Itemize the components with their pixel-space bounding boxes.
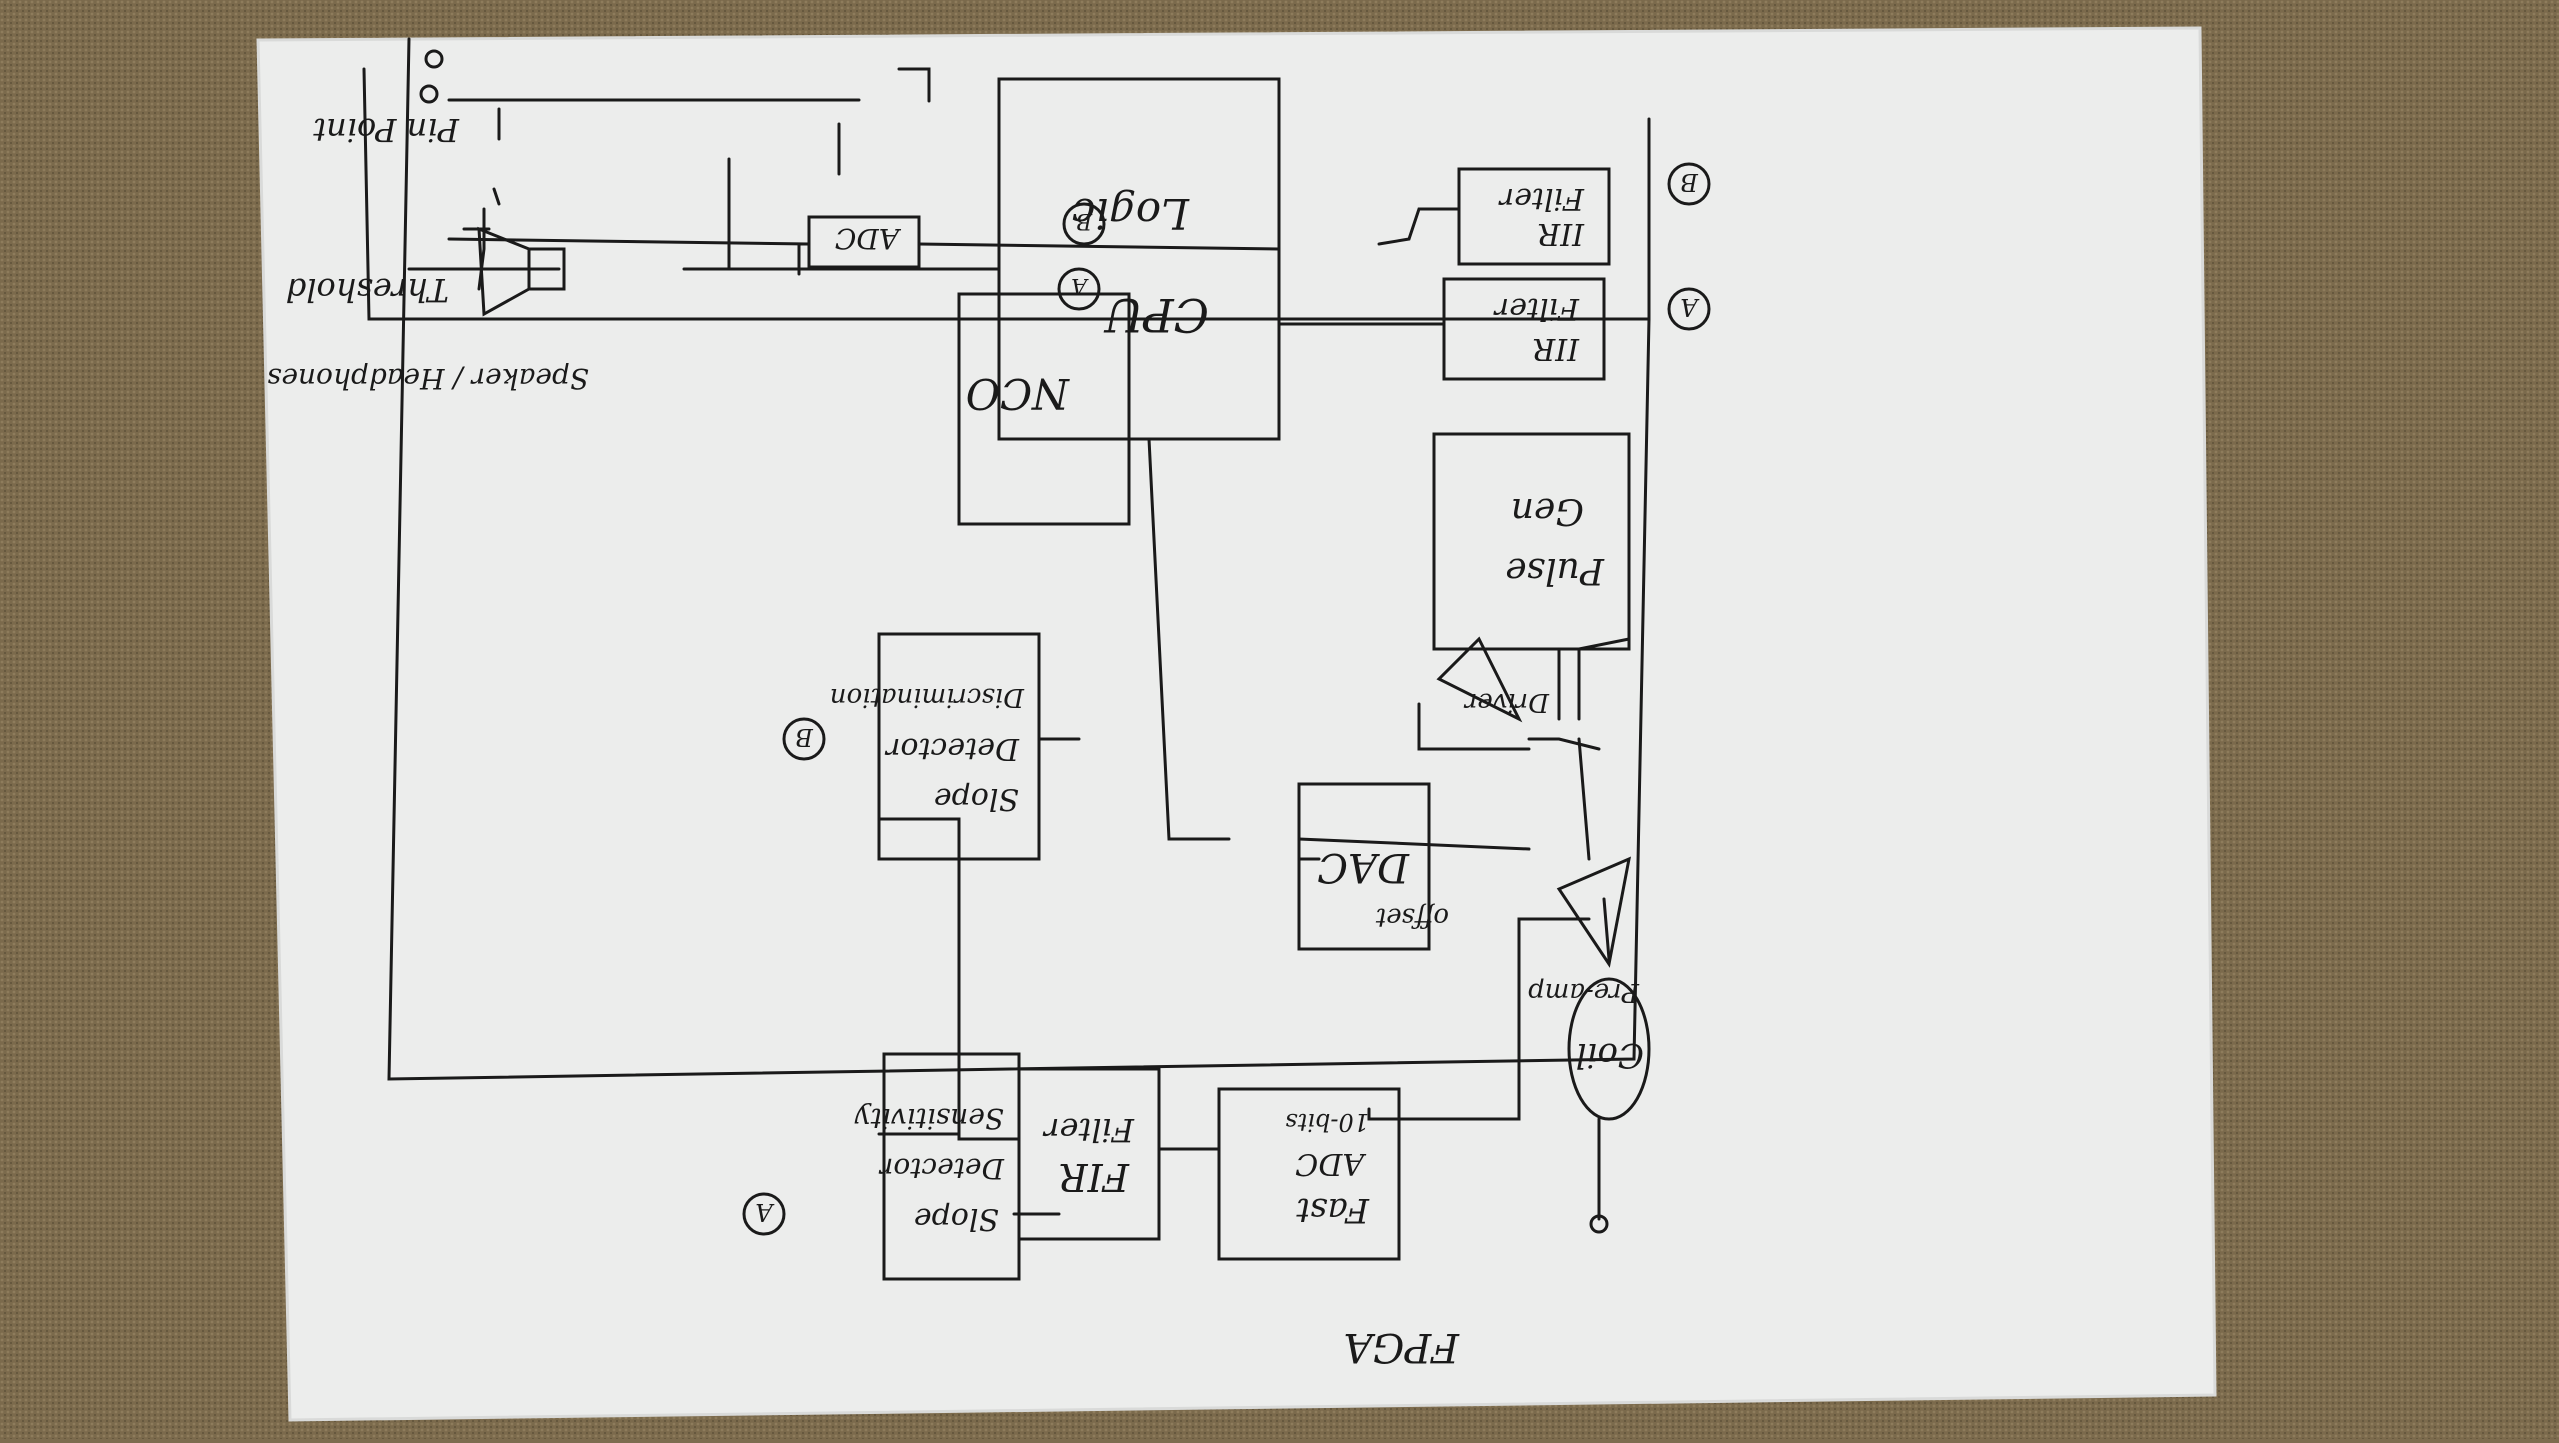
cpu-logic-block	[997, 77, 1281, 441]
pulse-gen-block	[1432, 432, 1631, 651]
connector-a-slope	[742, 1192, 786, 1236]
ground-terminal	[1589, 1214, 1609, 1234]
threshold-label: Threshold	[286, 271, 449, 309]
iir-filter-bottom-block	[1442, 277, 1606, 381]
wire-pinpoint	[447, 67, 931, 103]
wire-fir-slope	[877, 817, 1221, 1151]
connector-b-slope-label: B	[795, 723, 814, 751]
slope-sens-label-3: Sensitivity	[854, 1102, 1004, 1135]
wire-iir-cpu	[1277, 207, 1461, 326]
offset-label: offset	[1375, 902, 1449, 932]
iir-top-label-1: IIR	[1538, 216, 1585, 251]
diagram-labels: CPU Logic NCO ADC IIR Filter IIR Filter …	[267, 111, 1700, 1370]
mosfet-symbol	[1527, 637, 1631, 861]
driver-label: Driver	[1463, 687, 1550, 717]
iir-bottom-label-2: Filter	[1493, 291, 1580, 326]
slope-disc-label-3: Discrimination	[830, 682, 1025, 712]
coil-symbol	[1567, 977, 1651, 1121]
threshold-pot-symbol	[462, 107, 501, 291]
connector-b-top	[1062, 202, 1106, 246]
pinpoint-label: Pin Point	[313, 111, 460, 149]
pulse-label-1: Pulse	[1505, 550, 1605, 591]
wire-dac-preamp	[1297, 857, 1591, 1121]
fast-adc-label-1: Fast	[1296, 1190, 1370, 1230]
fast-adc-block	[1217, 1087, 1401, 1261]
connector-a-iir-label: A	[1680, 293, 1699, 321]
coil-label: Coil	[1576, 1035, 1644, 1075]
connector-a-slope-label: A	[755, 1198, 774, 1226]
connector-b-iir	[1667, 162, 1711, 206]
adc-small-block	[807, 215, 921, 269]
preamp-triangle	[1556, 856, 1632, 968]
fir-filter-block	[1017, 1067, 1161, 1241]
fpga-frame	[362, 37, 1651, 1081]
nco-label: NCO	[966, 369, 1070, 418]
coil-wire	[1597, 897, 1611, 1221]
diagram-content	[362, 37, 1711, 1281]
fir-label-1: FIR	[1059, 1155, 1130, 1199]
wire-cpu-top	[727, 122, 841, 271]
fast-adc-label-2: ADC	[1295, 1146, 1367, 1181]
adc-small-label: ADC	[835, 222, 902, 255]
dac-block	[1297, 782, 1431, 951]
iir-top-label-2: Filter	[1498, 181, 1585, 216]
slope-disc-label-2: Detector	[884, 731, 1020, 766]
connector-a-top	[1057, 267, 1101, 311]
pinpoint-switch-symbol	[419, 84, 439, 104]
pinpoint-switch-symbol-2	[424, 49, 444, 69]
slope-sens-label-1: Slope	[914, 1201, 999, 1236]
cpu-title-label: CPU	[1103, 288, 1209, 342]
pulse-label-2: Gen	[1511, 490, 1584, 531]
iir-bottom-label-1: IIR	[1533, 331, 1580, 366]
connector-a-top-label: A	[1071, 273, 1089, 298]
paper-sheet	[256, 26, 2217, 1422]
connector-b-slope	[782, 717, 826, 761]
iir-filter-top-block	[1457, 167, 1611, 266]
fpga-label: FPGA	[1343, 1324, 1460, 1370]
connector-b-iir-label: B	[1680, 168, 1699, 196]
slope-disc-label-1: Slope	[934, 781, 1019, 816]
wire-slope-connectors	[1012, 737, 1081, 1216]
nco-block	[957, 292, 1131, 526]
wire-cpu-dac-pulse	[1147, 437, 1531, 851]
speaker-label: Speaker / Headphones	[267, 362, 589, 395]
preamp-label: Pre-amp	[1528, 977, 1640, 1007]
connector-b-top-label: B	[1076, 208, 1093, 233]
fast-adc-label-3: 10-bits	[1285, 1108, 1369, 1136]
fir-label-2: Filter	[1043, 1111, 1135, 1149]
cpu-sub-label: Logic	[1072, 189, 1190, 238]
slope-sens-label-2: Detector	[878, 1152, 1005, 1185]
dac-label: DAC	[1317, 844, 1410, 890]
connector-a-iir	[1667, 287, 1711, 331]
driver-triangle	[1436, 636, 1523, 723]
